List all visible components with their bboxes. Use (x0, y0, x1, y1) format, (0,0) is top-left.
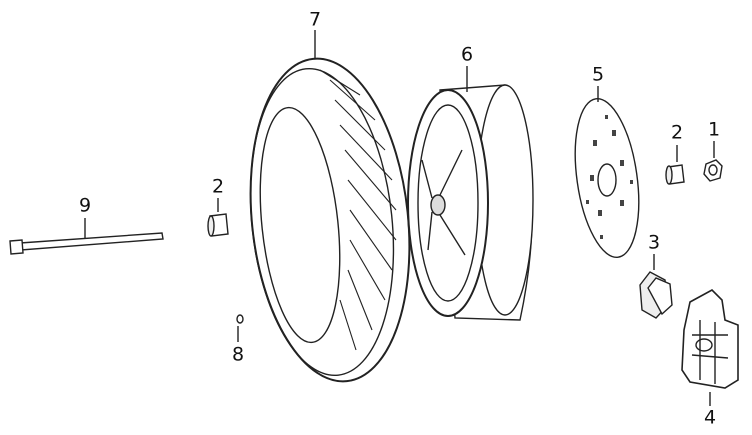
caliper (681, 289, 739, 406)
callout-spacer-left: 2 (211, 175, 225, 198)
callout-valve: 8 (231, 343, 245, 366)
callout-axle: 9 (78, 194, 92, 217)
spacer-left (207, 198, 229, 237)
callout-nut: 1 (707, 118, 721, 141)
valve (236, 314, 244, 342)
brake-pads (639, 254, 673, 319)
tire (249, 30, 411, 383)
axle (9, 218, 164, 255)
callout-spacer-right: 2 (670, 121, 684, 144)
rim (407, 66, 534, 321)
spacer-right (665, 145, 685, 185)
callout-rim: 6 (460, 43, 474, 66)
callout-brake-disc: 5 (591, 63, 605, 86)
callout-caliper: 4 (703, 406, 717, 429)
callout-brake-pads: 3 (647, 231, 661, 254)
nut (703, 141, 723, 182)
brake-disc (574, 86, 640, 259)
callout-tire: 7 (308, 8, 322, 31)
